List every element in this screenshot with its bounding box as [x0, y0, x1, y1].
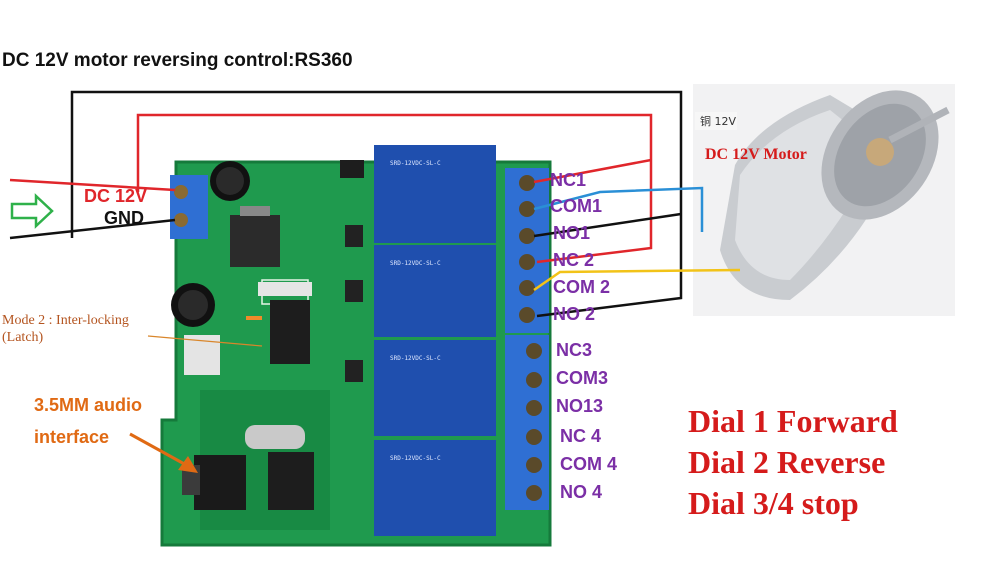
dial-line-2: Dial 2 Reverse — [688, 444, 886, 480]
pin-label-com3: COM3 — [556, 368, 609, 388]
pin-label-nc2: NC 2 — [553, 250, 595, 270]
pin-label-com2: COM 2 — [553, 277, 611, 297]
input-arrow-icon — [10, 193, 54, 229]
dial-line-1: Dial 1 Forward — [688, 403, 898, 439]
svg-text:铜 12V: 铜 12V — [700, 114, 736, 128]
pin-label-com4: COM 4 — [560, 454, 618, 474]
mode-note: Mode 2 : Inter-locking (Latch) — [2, 313, 129, 345]
wires — [9, 90, 741, 473]
audio-label-line2: interface — [34, 427, 110, 447]
gnd-label: GND — [104, 208, 144, 228]
dial-line-3: Dial 3/4 stop — [688, 485, 859, 521]
relay-3: SRD-12VDC-SL-C — [374, 340, 496, 436]
pin-label-nc3: NC3 — [556, 340, 593, 360]
relay-4: SRD-12VDC-SL-C — [374, 440, 496, 536]
pin-label-no2: NO 2 — [553, 304, 596, 324]
dc12v-label: DC 12V — [84, 186, 148, 206]
pin-label-com1: COM1 — [550, 196, 603, 216]
svg-text:SRD-12VDC-SL-C: SRD-12VDC-SL-C — [390, 160, 441, 167]
pin-label-no1: NO1 — [553, 223, 591, 243]
diagram-title: DC 12V motor reversing control:RS360 — [2, 50, 353, 71]
pin-label-no3: NO13 — [556, 396, 604, 416]
relay-2: SRD-12VDC-SL-C — [374, 245, 496, 337]
pin-label-nc1: NC1 — [550, 170, 587, 190]
svg-text:SRD-12VDC-SL-C: SRD-12VDC-SL-C — [390, 455, 441, 462]
svg-text:SRD-12VDC-SL-C: SRD-12VDC-SL-C — [390, 355, 441, 362]
svg-text:SRD-12VDC-SL-C: SRD-12VDC-SL-C — [390, 260, 441, 267]
motor-photo: 铜 12V — [693, 84, 955, 316]
motor-label: DC 12V Motor — [705, 146, 807, 163]
pin-label-no4: NO 4 — [560, 482, 603, 502]
relay-1: SRD-12VDC-SL-C — [374, 145, 496, 243]
audio-label-line1: 3.5MM audio — [34, 395, 143, 415]
relay-board: SRD-12VDC-SL-C SRD-12VDC-SL-C SRD-12VDC-… — [160, 145, 552, 547]
pin-label-nc4: NC 4 — [560, 426, 602, 446]
